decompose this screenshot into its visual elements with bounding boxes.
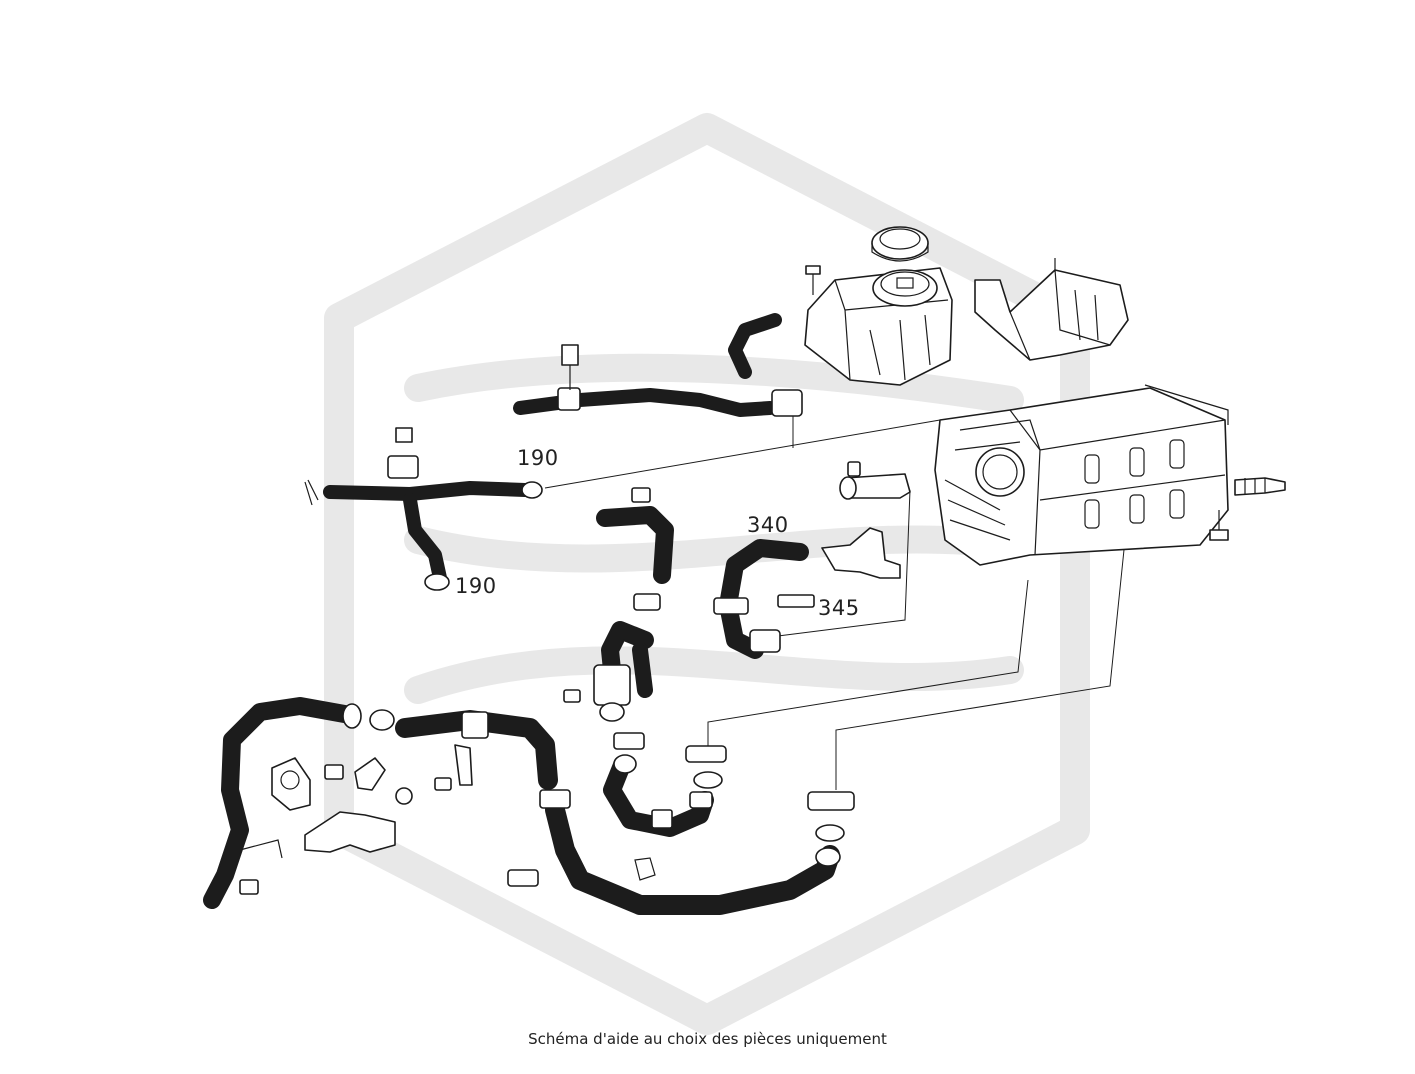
hose-lower-center	[603, 732, 714, 881]
intercooler	[934, 384, 1229, 566]
mounting-bracket	[974, 258, 1129, 361]
leader-lines	[544, 410, 1126, 790]
callout-190-top[interactable]: 190	[517, 446, 559, 470]
hose-middle	[593, 487, 674, 722]
callout-190-bottom[interactable]: 190	[455, 574, 497, 598]
callout-340[interactable]: 340	[747, 513, 789, 537]
clamps-right	[685, 745, 855, 842]
hose-340	[713, 539, 809, 659]
cooler-bolt	[1209, 510, 1229, 541]
hose-left-190	[304, 427, 543, 591]
expansion-tank-cap	[871, 226, 929, 262]
expansion-tank	[804, 267, 953, 386]
valve-345	[777, 527, 901, 608]
watermark-logo	[324, 113, 1090, 1035]
coolant-pipe-upper	[513, 313, 803, 417]
thermostat-housing	[839, 461, 911, 500]
diagram-caption: Schéma d'aide au choix des pièces unique…	[528, 1030, 887, 1048]
hose-lower-middle	[395, 710, 841, 915]
temperature-sensor	[1234, 477, 1286, 496]
pipe-bolt-vertical	[561, 344, 579, 390]
hose-lower-left	[203, 697, 395, 909]
bracket-lower-left	[239, 689, 581, 895]
tank-bolt	[805, 265, 821, 295]
callout-345[interactable]: 345	[818, 596, 860, 620]
